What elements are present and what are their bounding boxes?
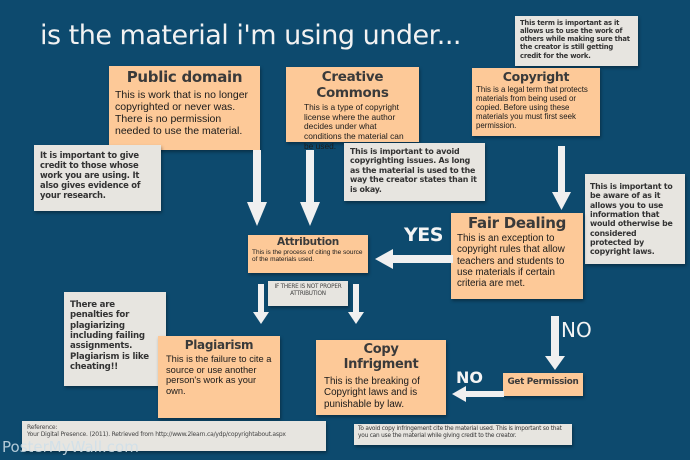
arrow-down-attribution-right: [348, 284, 364, 324]
attribution-card: Attribution This is the process of citin…: [248, 235, 368, 273]
reference-label: Reference:: [27, 424, 58, 431]
arrow-down-attribution-left: [253, 284, 269, 324]
note-text: This is important to avoid copyrighting …: [350, 147, 477, 194]
creative-commons-card: Creative Commons This is a type of copyr…: [286, 67, 419, 150]
copyright-card: Copyright This is a legal term that prot…: [472, 68, 600, 136]
note-text: This term is important as it allows us t…: [520, 19, 630, 60]
card-title: Plagiarism: [184, 338, 254, 352]
no-label-upper: NO: [561, 318, 592, 342]
page-title: is the material i'm using under...: [40, 20, 462, 51]
card-body: This is a type of copyright license wher…: [304, 102, 404, 151]
arrow-left-no: [452, 386, 504, 402]
card-title: Copyright: [502, 69, 570, 84]
yes-label: YES: [404, 224, 443, 246]
note-text: This is important to be aware of as it a…: [590, 182, 673, 257]
creative-commons-note: This is important to avoid copyrighting …: [344, 143, 485, 201]
card-title: Attribution: [277, 236, 339, 248]
no-label-lower: NO: [456, 368, 483, 387]
arrow-down-creative-commons: [300, 150, 320, 226]
reference-note: Reference: Your Digital Presence. (2011)…: [22, 421, 326, 451]
note-text: It is important to give credit to those …: [40, 150, 141, 201]
copyright-importance-note: This term is important as it allows us t…: [515, 16, 638, 66]
watermark: PosterMyWall.com: [2, 438, 139, 456]
card-body: This is a legal term that protects mater…: [476, 85, 588, 131]
public-domain-credit-note: It is important to give credit to those …: [34, 145, 161, 211]
card-title: Public domain: [126, 68, 243, 86]
copy-infringement-card: Copy Infrigment This is the breaking of …: [316, 340, 446, 415]
card-title: Get Permission: [507, 377, 579, 387]
arrow-down-copyright: [552, 146, 571, 210]
note-text: There are penalties for plagiarizing inc…: [70, 300, 149, 372]
card-title: Fair Dealing: [467, 214, 567, 232]
plagiarism-card: Plagiarism This is the failure to cite a…: [158, 336, 280, 418]
card-body: This is the failure to cite a source or …: [166, 354, 272, 397]
fair-dealing-card: Fair Dealing This is an exception to cop…: [451, 213, 583, 299]
card-body: This is the breaking of Copyright laws a…: [324, 376, 420, 410]
fair-dealing-note: This is important to be aware of as it a…: [585, 174, 685, 264]
card-body: This is work that is no longer copyright…: [115, 89, 249, 138]
card-body: This is the process of citing the source…: [252, 249, 363, 264]
arrow-left-yes: [375, 249, 453, 269]
arrow-down-no: [545, 316, 565, 370]
get-permission-card: Get Permission: [503, 373, 583, 396]
reference-text: Your Digital Presence. (2011). Retrieved…: [27, 431, 286, 439]
card-title: Creative Commons: [316, 69, 389, 101]
arrow-down-public-domain: [247, 150, 267, 226]
card-body: This is an exception to copyright rules …: [457, 233, 565, 290]
infringement-avoidance-note: To avoid copy infringement cite the mate…: [354, 424, 572, 445]
note-text: IF THERE IS NOT PROPER ATTRIBUTION: [274, 284, 342, 297]
public-domain-card: Public domain This is work that is no lo…: [109, 66, 260, 150]
card-title: Copy Infrigment: [343, 342, 419, 372]
plagiarism-penalty-note: There are penalties for plagiarizing inc…: [64, 292, 166, 386]
improper-attribution-note: IF THERE IS NOT PROPER ATTRIBUTION: [268, 281, 348, 306]
note-text: To avoid copy infringement cite the mate…: [358, 426, 562, 439]
